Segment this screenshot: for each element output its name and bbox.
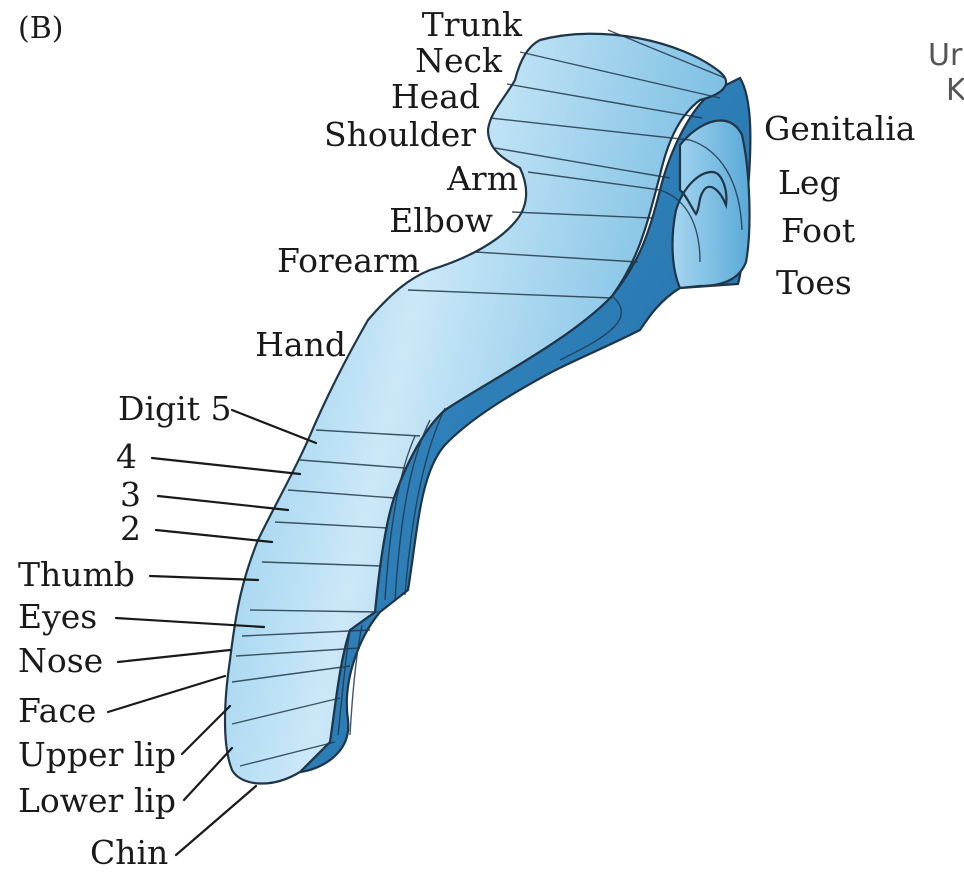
label-genitalia: Genitalia [764, 109, 915, 148]
label-nose: Nose [18, 641, 103, 680]
label-head: Head [391, 77, 480, 116]
cortex-strip [223, 29, 752, 785]
label-eyes: Eyes [18, 597, 97, 636]
figure-label: (B) [18, 11, 63, 46]
label-trunk: Trunk [422, 5, 523, 44]
label-digit2: 2 [120, 509, 141, 548]
label-digit5: Digit 5 [118, 389, 231, 428]
leader-digit5 [230, 408, 318, 445]
label-shoulder: Shoulder [324, 115, 476, 154]
leader-nose [116, 648, 232, 664]
cropped-text-line-1: Ur [928, 38, 963, 73]
cropped-text-line-2: K [946, 73, 964, 108]
label-thumb: Thumb [18, 555, 135, 594]
label-upper-lip: Upper lip [18, 735, 176, 774]
leader-chin [174, 784, 258, 857]
label-digit3: 3 [120, 475, 141, 514]
label-digit4: 4 [116, 437, 137, 476]
leader-digit3 [156, 494, 290, 512]
leader-upper-lip [180, 704, 232, 756]
label-neck: Neck [415, 41, 503, 80]
label-lower-lip: Lower lip [18, 781, 176, 820]
label-hand: Hand [255, 325, 346, 364]
label-forearm: Forearm [277, 241, 420, 280]
label-elbow: Elbow [389, 201, 493, 240]
leader-face [106, 674, 227, 714]
label-face: Face [18, 691, 96, 730]
leader-eyes [114, 616, 266, 629]
cortex-surface [223, 32, 728, 785]
label-foot: Foot [781, 211, 855, 250]
label-leg: Leg [778, 163, 841, 202]
leader-lower-lip [182, 746, 234, 802]
leader-digit4 [150, 456, 302, 476]
cortex-hook-region [671, 119, 751, 290]
label-arm: Arm [446, 159, 518, 198]
leader-thumb [148, 574, 260, 582]
label-toes: Toes [776, 263, 852, 302]
leader-digit2 [154, 528, 274, 544]
label-chin: Chin [90, 833, 168, 872]
